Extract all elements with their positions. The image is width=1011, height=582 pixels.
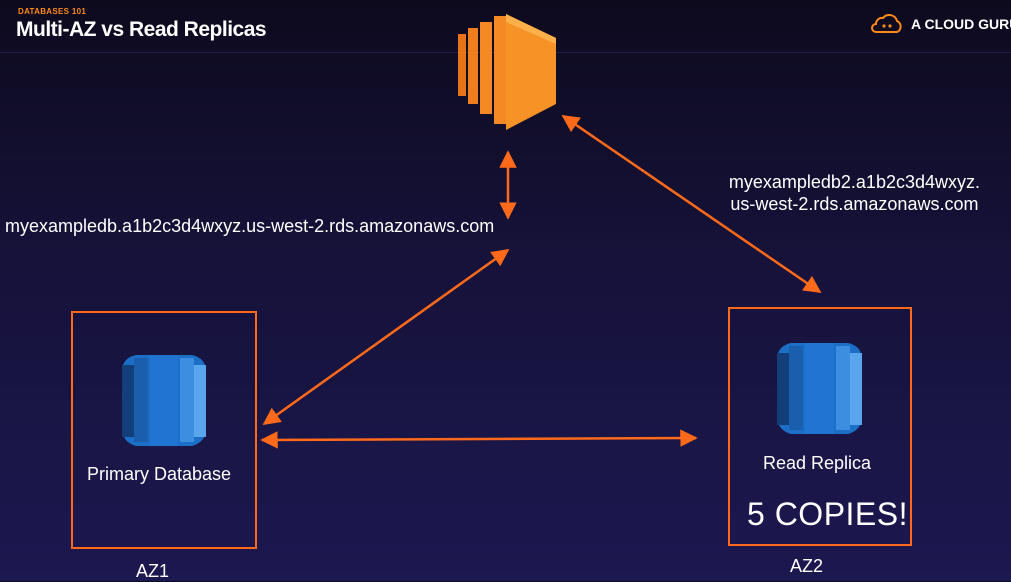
cloud-logo-icon <box>871 14 902 33</box>
az2-box <box>728 307 912 546</box>
copies-callout: 5 COPIES! <box>747 496 908 532</box>
primary-endpoint-label: myexampledb.a1b2c3d4wxyz.us-west-2.rds.a… <box>5 216 495 236</box>
section-kicker: DATABASES 101 <box>18 7 87 16</box>
arrow-primary-to-replica <box>260 429 698 449</box>
ec2-instance-icon <box>458 14 556 130</box>
brand-logo: A CLOUD GURU <box>870 12 1011 36</box>
az2-label: AZ2 <box>790 556 824 576</box>
az1-label: AZ1 <box>136 561 170 581</box>
az1-box <box>71 311 257 549</box>
replica-endpoint-line2: us-west-2.rds.amazonaws.com <box>730 194 979 214</box>
read-replica-label: Read Replica <box>763 453 872 473</box>
brand-name: A CLOUD GURU <box>911 16 1011 32</box>
arrow-endpoint-to-primary <box>262 248 510 426</box>
primary-database-icon <box>122 355 206 446</box>
slide-title: Multi-AZ vs Read Replicas <box>16 18 267 41</box>
replica-endpoint-label: myexampledb2.a1b2c3d4wxyz. us-west-2.rds… <box>729 171 980 215</box>
arrow-ec2-to-replica <box>561 114 822 294</box>
primary-database-label: Primary Database <box>87 464 232 484</box>
replica-database-icon <box>777 343 862 434</box>
replica-endpoint-line1: myexampledb2.a1b2c3d4wxyz. <box>728 172 980 192</box>
